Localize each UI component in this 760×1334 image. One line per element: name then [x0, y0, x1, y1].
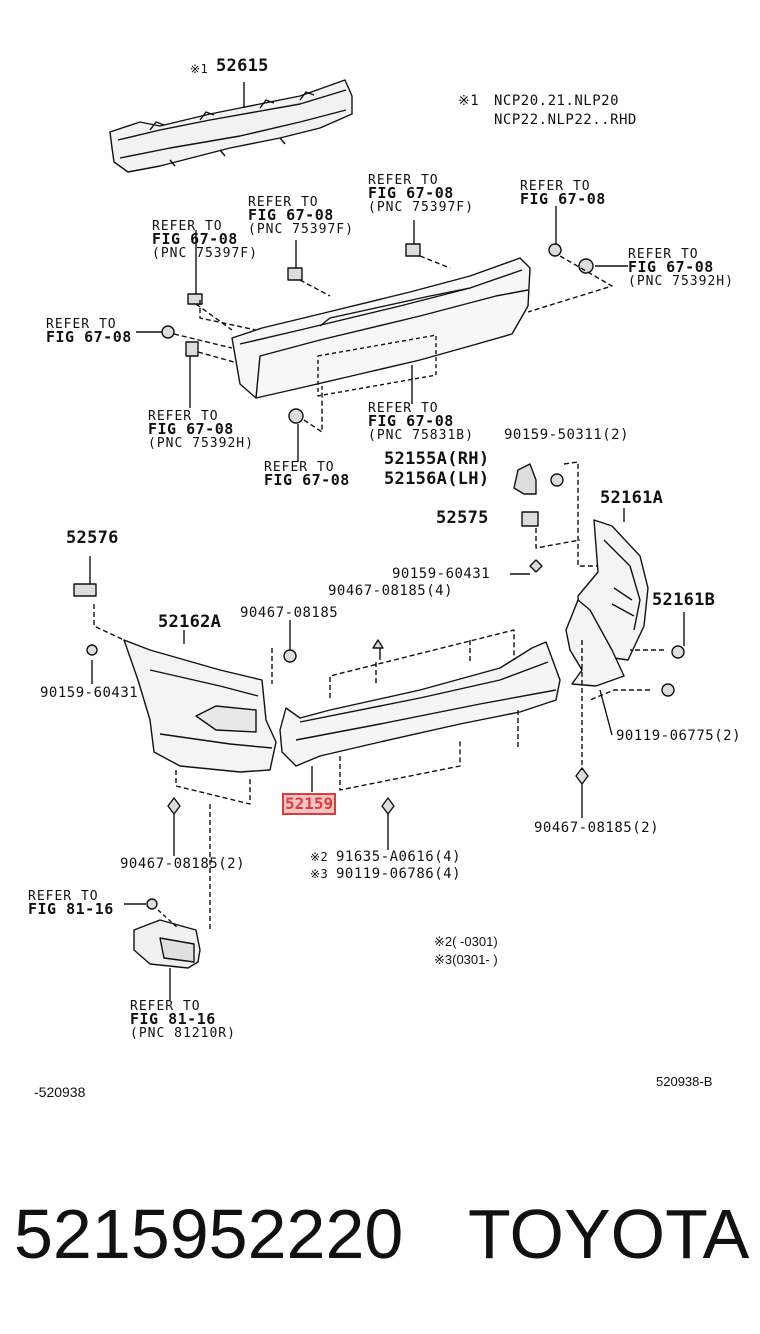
fig-ref: FIG 67-08 [628, 258, 714, 276]
part-label-52575[interactable]: 52575 [436, 508, 489, 528]
upper-clips [136, 206, 628, 462]
refer-line: REFER TO [46, 317, 117, 332]
pnc-ref: (PNC 81210R) [130, 1026, 236, 1041]
refer-line: REFER TO [28, 889, 99, 904]
reinforcement-52615 [109, 79, 353, 173]
rear-bumper-side-left [73, 556, 384, 805]
fig-ref: FIG 67-08 [520, 190, 606, 208]
part-label-90467-08185-2-right[interactable]: 90467-08185(2) [534, 820, 660, 836]
part-label-90159-60431-left[interactable]: 90159-60431 [40, 685, 139, 701]
fig-ref: FIG 67-08 [46, 328, 132, 346]
footer-part-number: 5215952220 [14, 1195, 404, 1273]
part-label-52615[interactable]: 52615 [216, 56, 269, 76]
fig-ref: FIG 67-08 [368, 412, 454, 430]
part-label-prefix: ※3 [310, 867, 329, 881]
refer-line: REFER TO [152, 219, 223, 234]
part-label-90159-60431-right[interactable]: 90159-60431 [392, 566, 491, 582]
bumper-retainer-bracket [510, 461, 598, 575]
footer-brand: TOYOTA [468, 1195, 750, 1273]
part-label-52159-highlighted[interactable]: 52159 [282, 793, 337, 815]
refer-line: REFER TO [248, 195, 319, 210]
refer-line: REFER TO [148, 409, 219, 424]
part-label-91635-a0616[interactable]: 91635-A0616(4) [336, 849, 462, 865]
refer-line: REFER TO [264, 460, 335, 475]
part-label-52161a[interactable]: 52161A [600, 488, 664, 508]
part-label-52162a[interactable]: 52162A [158, 612, 222, 632]
refer-line: REFER TO [368, 401, 439, 416]
fig-ref: FIG 81-16 [130, 1010, 216, 1028]
refer-line: REFER TO [130, 999, 201, 1014]
rear-bumper-cover-52159 [279, 629, 561, 792]
part-label-90119-06775[interactable]: 90119-06775(2) [616, 728, 742, 744]
fig-ref: FIG 67-08 [264, 471, 350, 489]
pnc-ref: (PNC 75397F) [368, 200, 474, 215]
pnc-ref: (PNC 75397F) [248, 222, 354, 237]
part-label-90467-08185-2-left[interactable]: 90467-08185(2) [120, 856, 246, 872]
pnc-ref: (PNC 75392H) [148, 436, 254, 451]
part-label-90159-50311[interactable]: 90159-50311(2) [504, 427, 630, 443]
part-label-90467-08185-4[interactable]: 90467-08185(4) [328, 583, 454, 599]
refer-line: REFER TO [628, 247, 699, 262]
fig-ref: FIG 67-08 [368, 184, 454, 202]
part-label-52156a[interactable]: 52156A(LH) [384, 469, 490, 489]
note-marker-2: ※2( -0301) [434, 934, 498, 949]
refer-line: REFER TO [368, 173, 439, 188]
rear-bumper-side-right [565, 508, 685, 736]
note-models-line2: NCP22.NLP22..RHD [494, 112, 637, 128]
rear-garnish-panel [231, 257, 531, 404]
pnc-ref: (PNC 75397F) [152, 246, 258, 261]
part-label-52155a[interactable]: 52155A(RH) [384, 449, 490, 469]
diagram-code-left: -520938 [34, 1084, 86, 1100]
note-marker-1: ※1 [458, 93, 480, 109]
note-marker-3: ※3(0301- ) [434, 952, 498, 967]
part-label-prefix: ※2 [310, 850, 329, 864]
note-models-line1: NCP20.21.NLP20 [494, 93, 620, 109]
fig-ref: FIG 67-08 [248, 206, 334, 224]
part-label-prefix: ※1 [190, 62, 209, 76]
fig-ref: FIG 81-16 [28, 900, 114, 918]
part-label-52576[interactable]: 52576 [66, 528, 119, 548]
rear-fog-lamp [124, 898, 201, 1000]
pnc-ref: (PNC 75831B) [368, 428, 474, 443]
part-label-90467-08185[interactable]: 90467-08185 [240, 605, 339, 621]
part-label-90119-06786[interactable]: 90119-06786(4) [336, 866, 462, 882]
lower-fasteners [167, 640, 589, 930]
fig-ref: FIG 67-08 [148, 420, 234, 438]
pnc-ref: (PNC 75392H) [628, 274, 734, 289]
refer-line: REFER TO [520, 179, 591, 194]
diagram-code-right: 520938-B [656, 1074, 713, 1089]
part-label-52161b[interactable]: 52161B [652, 590, 716, 610]
fig-ref: FIG 67-08 [152, 230, 238, 248]
